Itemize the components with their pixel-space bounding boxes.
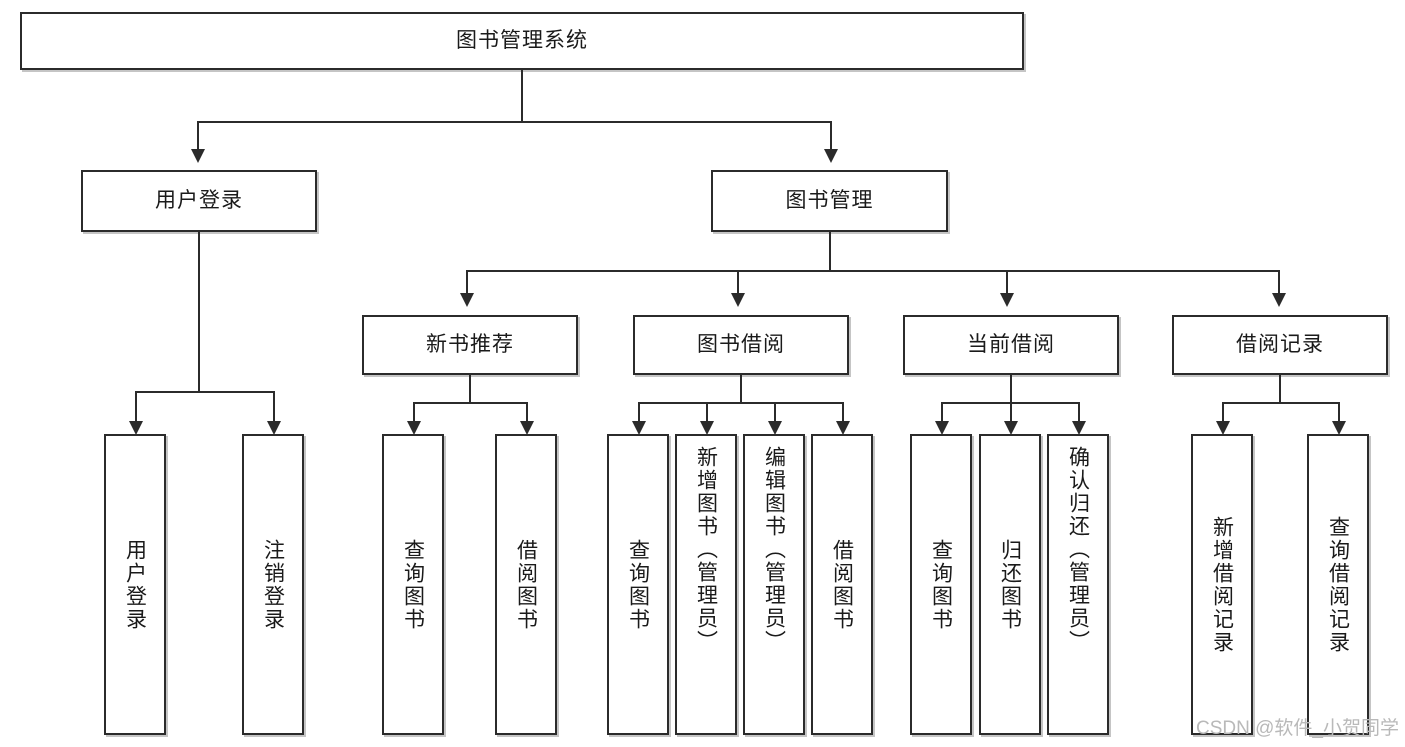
- leaf-current-borrow-2-label: 归还图书: [998, 538, 1022, 631]
- leaf-book-borrow-3[interactable]: 编辑图书（管理员）: [743, 434, 805, 735]
- leaf-borrow-record-1-label: 新增借阅记录: [1210, 515, 1234, 654]
- connector-current-borrow-drop-3: [1078, 402, 1080, 422]
- connector-borrow-record-stem: [1279, 375, 1281, 403]
- node-book-borrow-label: 图书借阅: [697, 333, 785, 357]
- connector-new-book-bus: [413, 402, 526, 404]
- connector-user-login-drop-1: [135, 391, 137, 422]
- connector-current-borrow-bus: [941, 402, 1078, 404]
- arrow-borrow-record-leaf-2: [1332, 421, 1346, 435]
- leaf-current-borrow-3[interactable]: 确认归还（管理员）: [1047, 434, 1109, 735]
- leaf-borrow-record-2[interactable]: 查询借阅记录: [1307, 434, 1369, 735]
- connector-book-borrow-drop-3: [774, 402, 776, 422]
- connector-root-bus: [197, 121, 831, 123]
- arrow-current-borrow-leaf-3: [1072, 421, 1086, 435]
- leaf-user-login-2[interactable]: 注销登录: [242, 434, 304, 735]
- connector-root-drop-2: [830, 121, 832, 149]
- node-root-label: 图书管理系统: [456, 29, 588, 53]
- node-current-borrow-label: 当前借阅: [967, 333, 1055, 357]
- arrow-to-book-borrow: [731, 293, 745, 307]
- leaf-book-borrow-4[interactable]: 借阅图书: [811, 434, 873, 735]
- connector-book-manage-drop-2: [737, 270, 739, 294]
- arrow-to-new-book: [460, 293, 474, 307]
- node-borrow-record-label: 借阅记录: [1236, 333, 1324, 357]
- connector-borrow-record-drop-2: [1338, 402, 1340, 422]
- node-borrow-record[interactable]: 借阅记录: [1172, 315, 1388, 375]
- connector-user-login-stem: [198, 232, 200, 392]
- connector-root-stem: [521, 70, 523, 122]
- arrow-current-borrow-leaf-2: [1004, 421, 1018, 435]
- connector-book-manage-bus: [466, 270, 1280, 272]
- leaf-current-borrow-3-label: 确认归还（管理员）: [1066, 446, 1090, 653]
- node-new-book[interactable]: 新书推荐: [362, 315, 578, 375]
- node-user-login-label: 用户登录: [155, 189, 243, 213]
- leaf-new-book-2-label: 借阅图书: [514, 538, 538, 631]
- arrow-new-book-leaf-2: [520, 421, 534, 435]
- arrow-borrow-record-leaf-1: [1216, 421, 1230, 435]
- arrow-to-borrow-record: [1272, 293, 1286, 307]
- arrow-book-borrow-leaf-4: [836, 421, 850, 435]
- node-user-login[interactable]: 用户登录: [81, 170, 317, 232]
- connector-borrow-record-drop-1: [1222, 402, 1224, 422]
- leaf-book-borrow-1-label: 查询图书: [626, 538, 650, 631]
- arrow-current-borrow-leaf-1: [935, 421, 949, 435]
- arrow-book-borrow-leaf-2: [700, 421, 714, 435]
- arrow-new-book-leaf-1: [407, 421, 421, 435]
- connector-book-borrow-drop-1: [638, 402, 640, 422]
- leaf-book-borrow-1[interactable]: 查询图书: [607, 434, 669, 735]
- connector-user-login-drop-2: [273, 391, 275, 422]
- leaf-book-borrow-2-label: 新增图书（管理员）: [694, 446, 718, 653]
- connector-new-book-drop-1: [413, 402, 415, 422]
- connector-book-manage-drop-4: [1278, 270, 1280, 294]
- leaf-book-borrow-3-label: 编辑图书（管理员）: [762, 446, 786, 653]
- leaf-new-book-2[interactable]: 借阅图书: [495, 434, 557, 735]
- node-book-manage[interactable]: 图书管理: [711, 170, 948, 232]
- node-root[interactable]: 图书管理系统: [20, 12, 1024, 70]
- arrow-user-login-leaf-2: [267, 421, 281, 435]
- connector-current-borrow-stem: [1010, 375, 1012, 403]
- leaf-borrow-record-2-label: 查询借阅记录: [1326, 515, 1350, 654]
- arrow-book-borrow-leaf-3: [768, 421, 782, 435]
- leaf-new-book-1-label: 查询图书: [401, 538, 425, 631]
- connector-book-borrow-bus: [638, 402, 844, 404]
- connector-user-login-bus: [135, 391, 273, 393]
- arrow-book-borrow-leaf-1: [632, 421, 646, 435]
- connector-current-borrow-drop-2: [1010, 402, 1012, 422]
- node-new-book-label: 新书推荐: [426, 333, 514, 357]
- leaf-user-login-1[interactable]: 用户登录: [104, 434, 166, 735]
- leaf-user-login-2-label: 注销登录: [261, 538, 285, 631]
- node-book-borrow[interactable]: 图书借阅: [633, 315, 849, 375]
- arrow-user-login-leaf-1: [129, 421, 143, 435]
- leaf-current-borrow-1-label: 查询图书: [929, 538, 953, 631]
- arrow-to-current-borrow: [1000, 293, 1014, 307]
- arrow-root-to-book-manage: [824, 149, 838, 163]
- leaf-current-borrow-1[interactable]: 查询图书: [910, 434, 972, 735]
- connector-book-manage-drop-1: [466, 270, 468, 294]
- connector-root-drop-1: [197, 121, 199, 149]
- connector-book-manage-stem: [829, 232, 831, 271]
- connector-book-borrow-drop-2: [706, 402, 708, 422]
- connector-new-book-stem: [469, 375, 471, 403]
- leaf-current-borrow-2[interactable]: 归还图书: [979, 434, 1041, 735]
- leaf-book-borrow-2[interactable]: 新增图书（管理员）: [675, 434, 737, 735]
- connector-current-borrow-drop-1: [941, 402, 943, 422]
- leaf-user-login-1-label: 用户登录: [123, 538, 147, 631]
- leaf-borrow-record-1[interactable]: 新增借阅记录: [1191, 434, 1253, 735]
- connector-book-borrow-drop-4: [842, 402, 844, 422]
- connector-borrow-record-bus: [1222, 402, 1338, 404]
- node-current-borrow[interactable]: 当前借阅: [903, 315, 1119, 375]
- connector-book-manage-drop-3: [1006, 270, 1008, 294]
- arrow-root-to-user-login: [191, 149, 205, 163]
- node-book-manage-label: 图书管理: [785, 189, 874, 213]
- connector-book-borrow-stem: [740, 375, 742, 403]
- watermark-text: CSDN @软件_小贺同学: [1196, 718, 1399, 739]
- connector-new-book-drop-2: [526, 402, 528, 422]
- leaf-book-borrow-4-label: 借阅图书: [830, 538, 854, 631]
- leaf-new-book-1[interactable]: 查询图书: [382, 434, 444, 735]
